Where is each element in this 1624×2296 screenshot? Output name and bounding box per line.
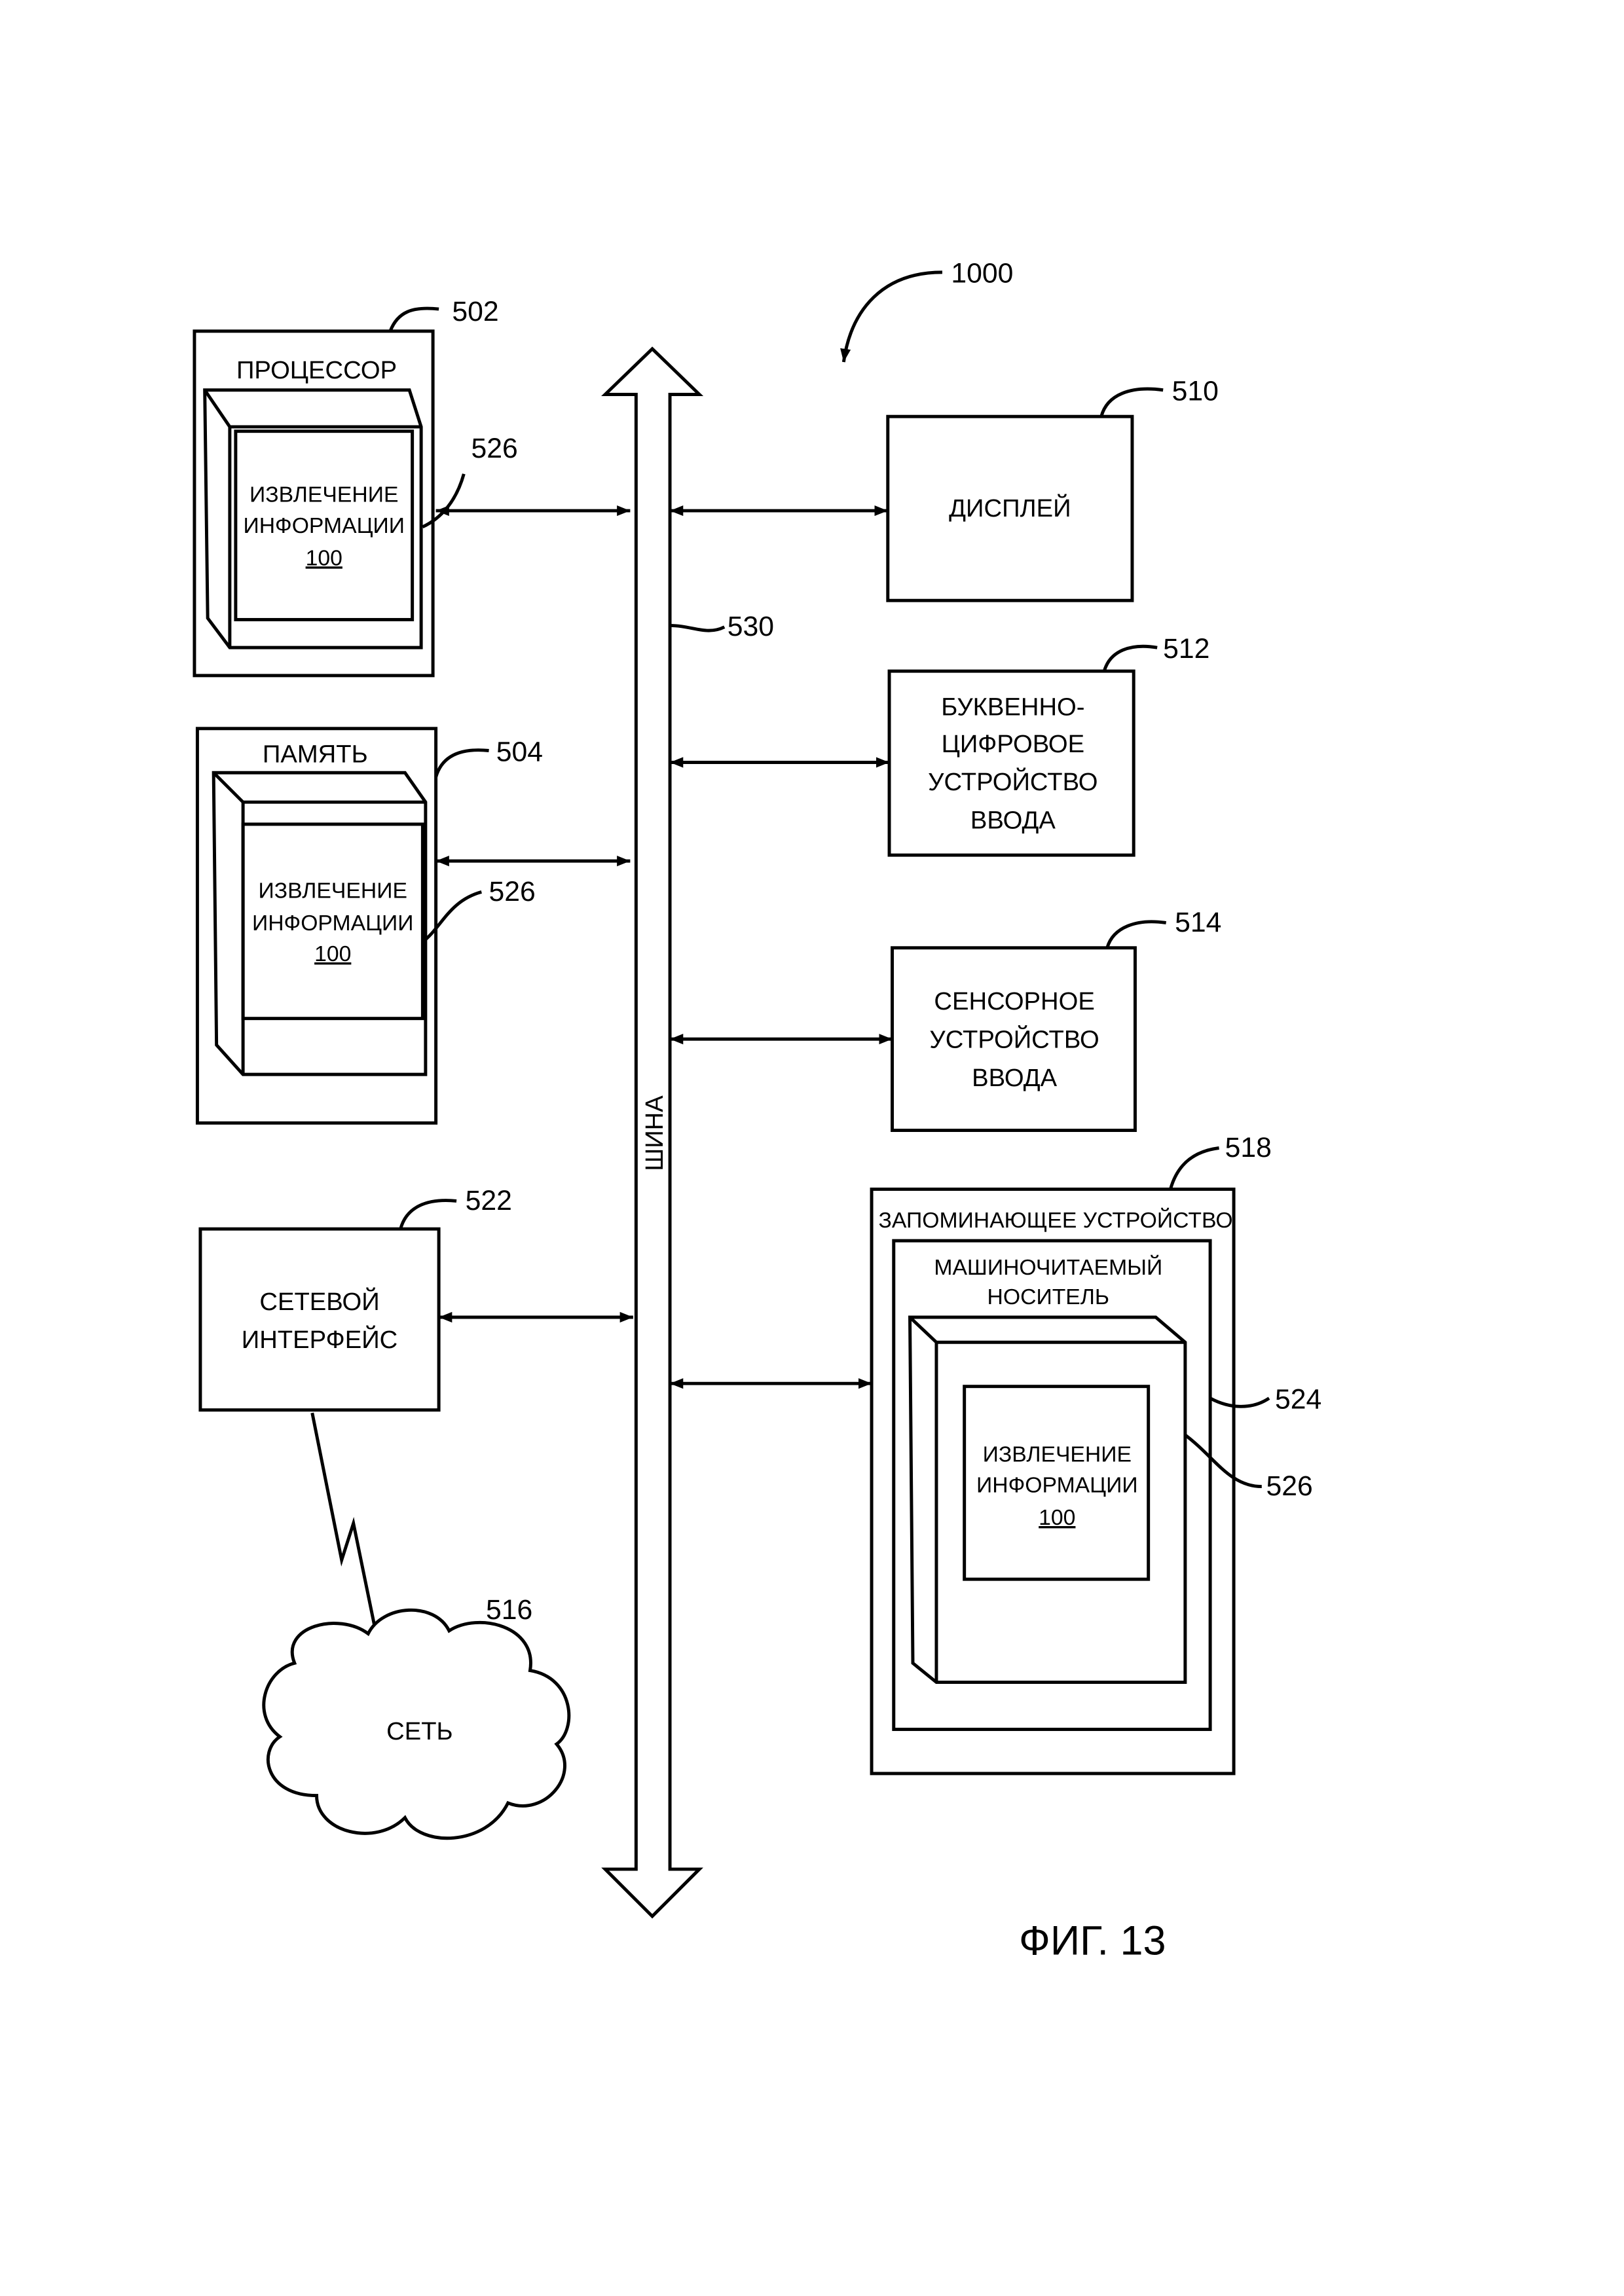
storage-module-line1: ИЗВЛЕЧЕНИЕ	[983, 1442, 1132, 1467]
alnum-line4: ВВОДА	[970, 807, 1056, 835]
memory-title: ПАМЯТЬ	[263, 740, 368, 769]
touch-ref: 514	[1175, 907, 1221, 938]
memory-block: ПАМЯТЬ ИЗВЛЕЧЕНИЕ ИНФОРМАЦИИ 100 504 526	[197, 729, 543, 1123]
medium-line2: НОСИТЕЛЬ	[987, 1285, 1110, 1309]
touch-line3: ВВОДА	[972, 1064, 1057, 1092]
storage-module-ref: 526	[1266, 1470, 1313, 1502]
touch-input-block: СЕНСОРНОЕ УСТРОЙСТВО ВВОДА 514	[893, 907, 1222, 1130]
medium-ref: 524	[1275, 1383, 1321, 1415]
touch-line2: УСТРОЙСТВО	[929, 1025, 1099, 1054]
memory-module-ref: 526	[489, 876, 536, 907]
figure-ref-arrow	[843, 272, 942, 362]
lightning-link-icon	[312, 1413, 376, 1631]
processor-ref: 502	[452, 296, 498, 327]
memory-module-line1: ИЗВЛЕЧЕНИЕ	[259, 878, 407, 903]
memory-module-num: 100	[314, 941, 351, 966]
storage-title: ЗАПОМИНАЮЩЕЕ УСТРОЙСТВО	[879, 1208, 1233, 1233]
display-ref: 510	[1172, 375, 1219, 407]
processor-module-ref: 526	[471, 433, 518, 464]
network-label: СЕТЬ	[386, 1717, 452, 1745]
figure-ref: 1000	[951, 258, 1013, 289]
alnum-line2: ЦИФРОВОЕ	[942, 730, 1085, 758]
bus-ref: 530	[728, 611, 774, 642]
alnum-ref: 512	[1163, 633, 1209, 665]
processor-module-line1: ИЗВЛЕЧЕНИЕ	[249, 483, 398, 507]
display-label: ДИСПЛЕЙ	[949, 493, 1071, 522]
network-interface-ref: 522	[466, 1185, 512, 1216]
network-ref: 516	[486, 1594, 532, 1626]
alnum-input-block: БУКВЕННО- ЦИФРОВОЕ УСТРОЙСТВО ВВОДА 512	[889, 633, 1209, 855]
memory-module-line2: ИНФОРМАЦИИ	[252, 911, 414, 936]
processor-block: ПРОЦЕССОР ИЗВЛЕЧЕНИЕ ИНФОРМАЦИИ 100 502 …	[194, 296, 518, 676]
network-interface-block: СЕТЕВОЙ ИНТЕРФЕЙС 522	[200, 1185, 512, 1410]
storage-module-line2: ИНФОРМАЦИИ	[976, 1473, 1138, 1498]
touch-line1: СЕНСОРНОЕ	[934, 987, 1094, 1015]
storage-block: ЗАПОМИНАЮЩЕЕ УСТРОЙСТВО МАШИНОЧИТАЕМЫЙ Н…	[872, 1132, 1321, 1774]
memory-ref: 504	[496, 736, 543, 767]
processor-module-num: 100	[306, 545, 342, 570]
processor-title: ПРОЦЕССОР	[236, 356, 397, 384]
bus: ШИНА 530	[605, 349, 774, 1916]
alnum-line1: БУКВЕННО-	[941, 693, 1084, 721]
alnum-line3: УСТРОЙСТВО	[928, 767, 1098, 796]
bus-label: ШИНА	[640, 1095, 669, 1171]
network-interface-line2: ИНТЕРФЕЙС	[242, 1324, 398, 1354]
figure-caption: ФИГ. 13	[1019, 1918, 1166, 1963]
medium-line1: МАШИНОЧИТАЕМЫЙ	[934, 1255, 1162, 1280]
processor-module-line2: ИНФОРМАЦИИ	[243, 513, 405, 538]
display-block: ДИСПЛЕЙ 510	[888, 375, 1219, 600]
network-cloud: СЕТЬ 516	[264, 1594, 569, 1838]
network-interface-line1: СЕТЕВОЙ	[259, 1286, 379, 1316]
storage-module-num: 100	[1039, 1505, 1075, 1530]
storage-ref: 518	[1225, 1132, 1272, 1163]
